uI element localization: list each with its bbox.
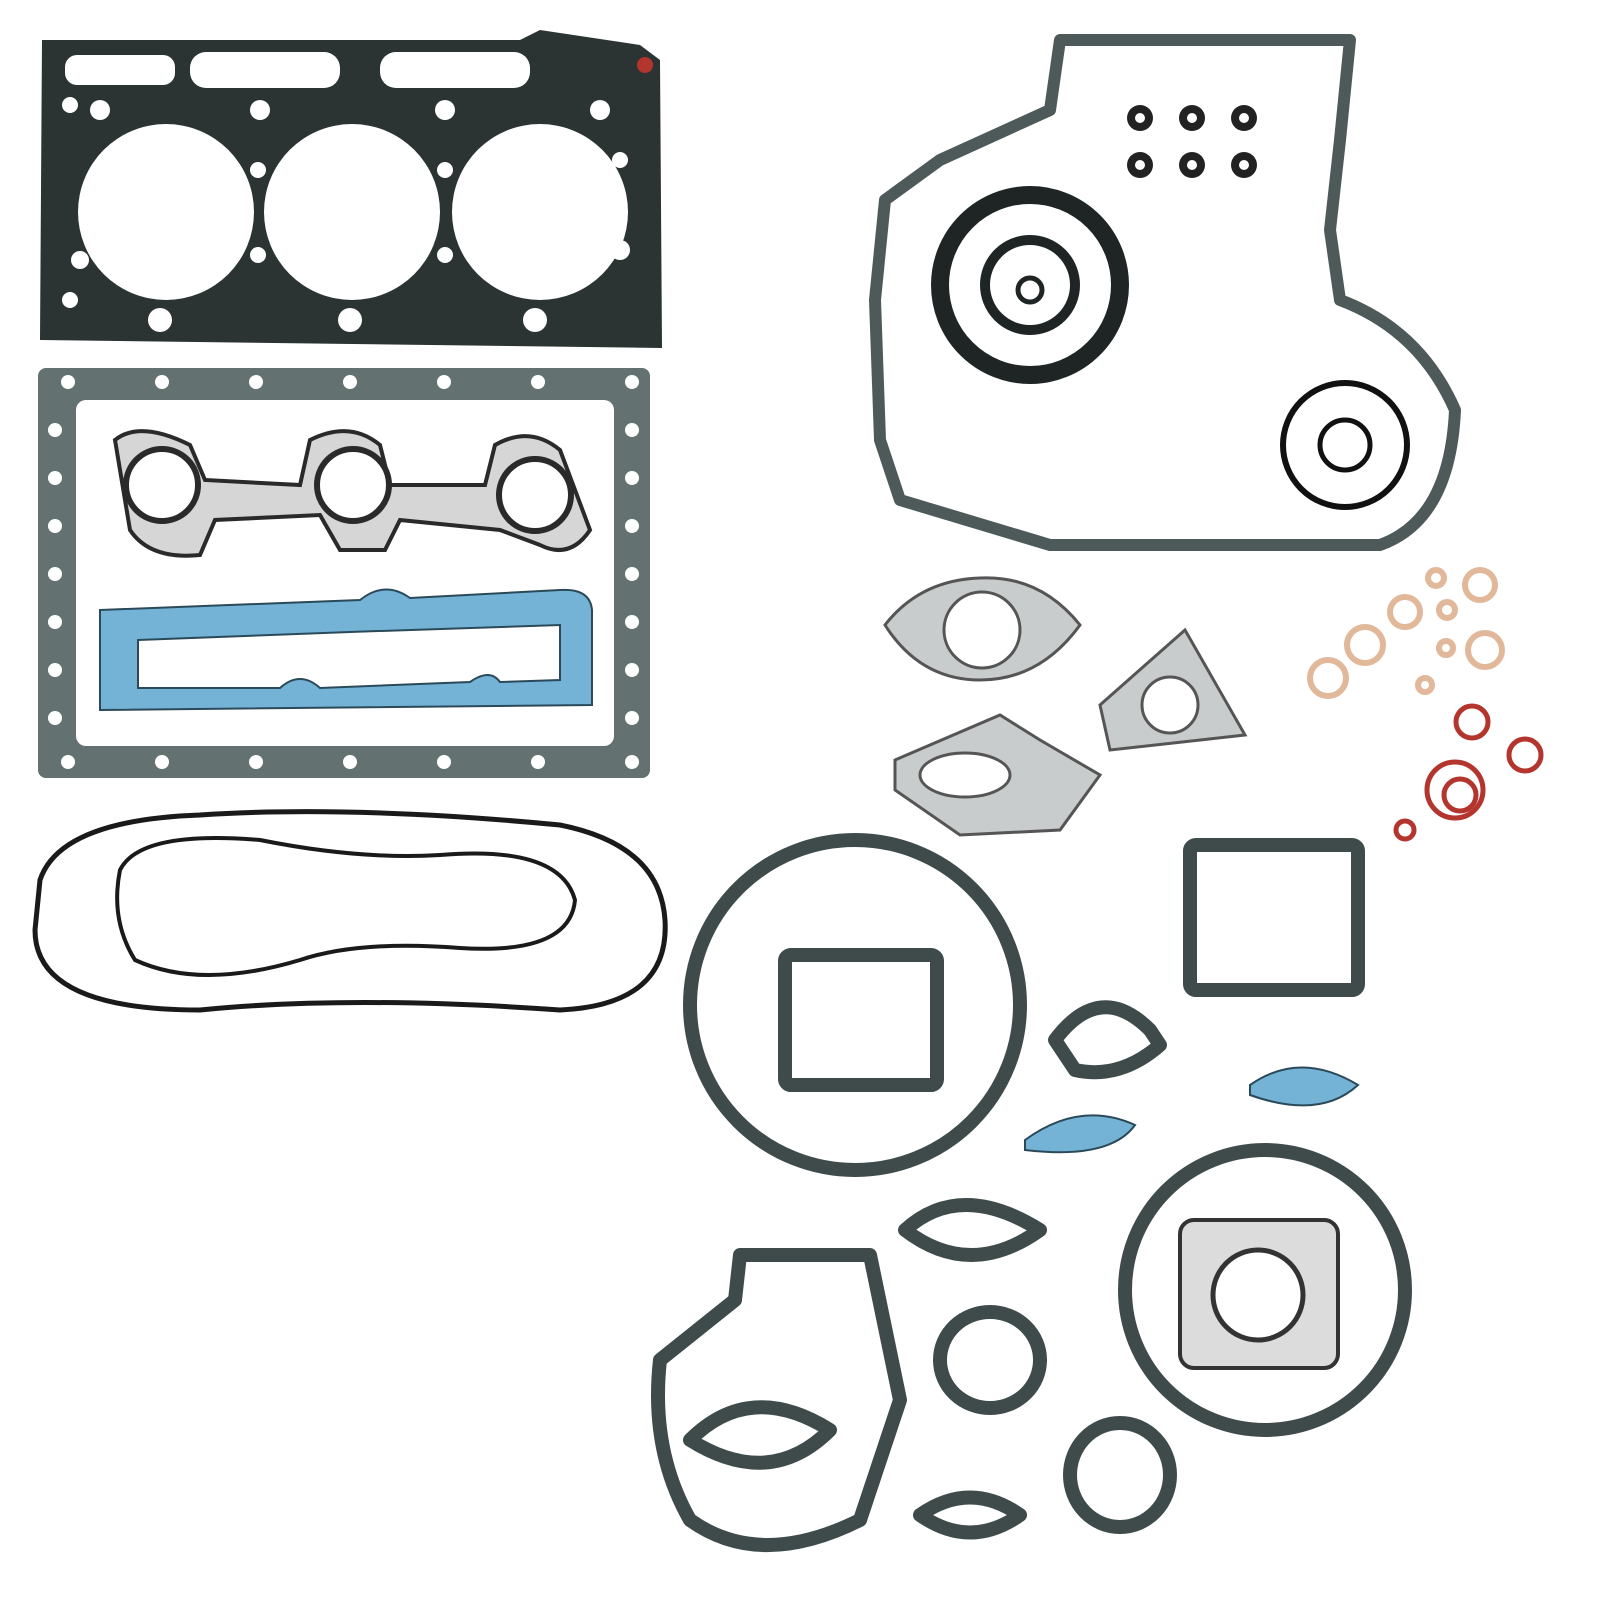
- hole: [48, 567, 62, 581]
- copper-washers: [1307, 567, 1505, 699]
- hole: [343, 375, 357, 389]
- hole: [612, 152, 628, 168]
- hole: [1425, 567, 1447, 589]
- cylinder-head-gasket: [40, 30, 662, 348]
- metal-gaskets: [883, 576, 1248, 837]
- hole: [1135, 160, 1145, 170]
- hole: [625, 567, 639, 581]
- valve-stem-seals: [1127, 105, 1257, 178]
- hole: [437, 162, 453, 178]
- hole: [338, 308, 362, 332]
- exhaust-manifold-gasket: [112, 429, 593, 558]
- hole: [625, 755, 639, 769]
- hole: [437, 375, 451, 389]
- hole: [1307, 657, 1349, 699]
- hole: [1135, 113, 1145, 123]
- hole: [1436, 638, 1456, 658]
- hole: [62, 292, 78, 308]
- large-o-rings: [32, 809, 668, 1013]
- hole: [1436, 599, 1458, 621]
- hole: [1462, 567, 1498, 603]
- timing-cover-gasket: [869, 34, 1461, 551]
- hole: [1344, 624, 1386, 666]
- hole: [48, 663, 62, 677]
- hole: [48, 519, 62, 533]
- hole: [625, 663, 639, 677]
- hole: [625, 519, 639, 533]
- hole: [625, 375, 639, 389]
- hole: [435, 100, 455, 120]
- hole: [155, 755, 169, 769]
- hole: [62, 97, 78, 113]
- red-o-rings: [1393, 703, 1544, 842]
- hole: [343, 755, 357, 769]
- hole: [1187, 113, 1197, 123]
- hole: [610, 240, 630, 260]
- hole: [48, 615, 62, 629]
- blue-cover-gasket: [99, 588, 593, 712]
- hole: [48, 711, 62, 725]
- hole: [1387, 594, 1423, 630]
- hole: [625, 615, 639, 629]
- hole: [71, 251, 89, 269]
- hole: [531, 375, 545, 389]
- hole: [1239, 160, 1249, 170]
- hole: [249, 755, 263, 769]
- blue-small-gaskets: [1024, 1066, 1360, 1154]
- hole: [437, 247, 453, 263]
- hole: [48, 423, 62, 437]
- hole: [590, 100, 610, 120]
- hole: [250, 247, 266, 263]
- hole: [625, 423, 639, 437]
- hole: [155, 375, 169, 389]
- hole: [523, 308, 547, 332]
- hole: [1415, 675, 1435, 695]
- hole: [48, 471, 62, 485]
- hole: [250, 162, 266, 178]
- hole: [625, 471, 639, 485]
- hole: [61, 755, 75, 769]
- hole: [1187, 160, 1197, 170]
- hole: [250, 100, 270, 120]
- hole: [148, 308, 172, 332]
- hole: [625, 711, 639, 725]
- hole: [90, 100, 110, 120]
- hole: [1465, 630, 1505, 670]
- hole: [1239, 113, 1249, 123]
- hole: [531, 755, 545, 769]
- hole: [437, 755, 451, 769]
- hole: [249, 375, 263, 389]
- hole: [61, 375, 75, 389]
- misc-gaskets: [651, 833, 1412, 1552]
